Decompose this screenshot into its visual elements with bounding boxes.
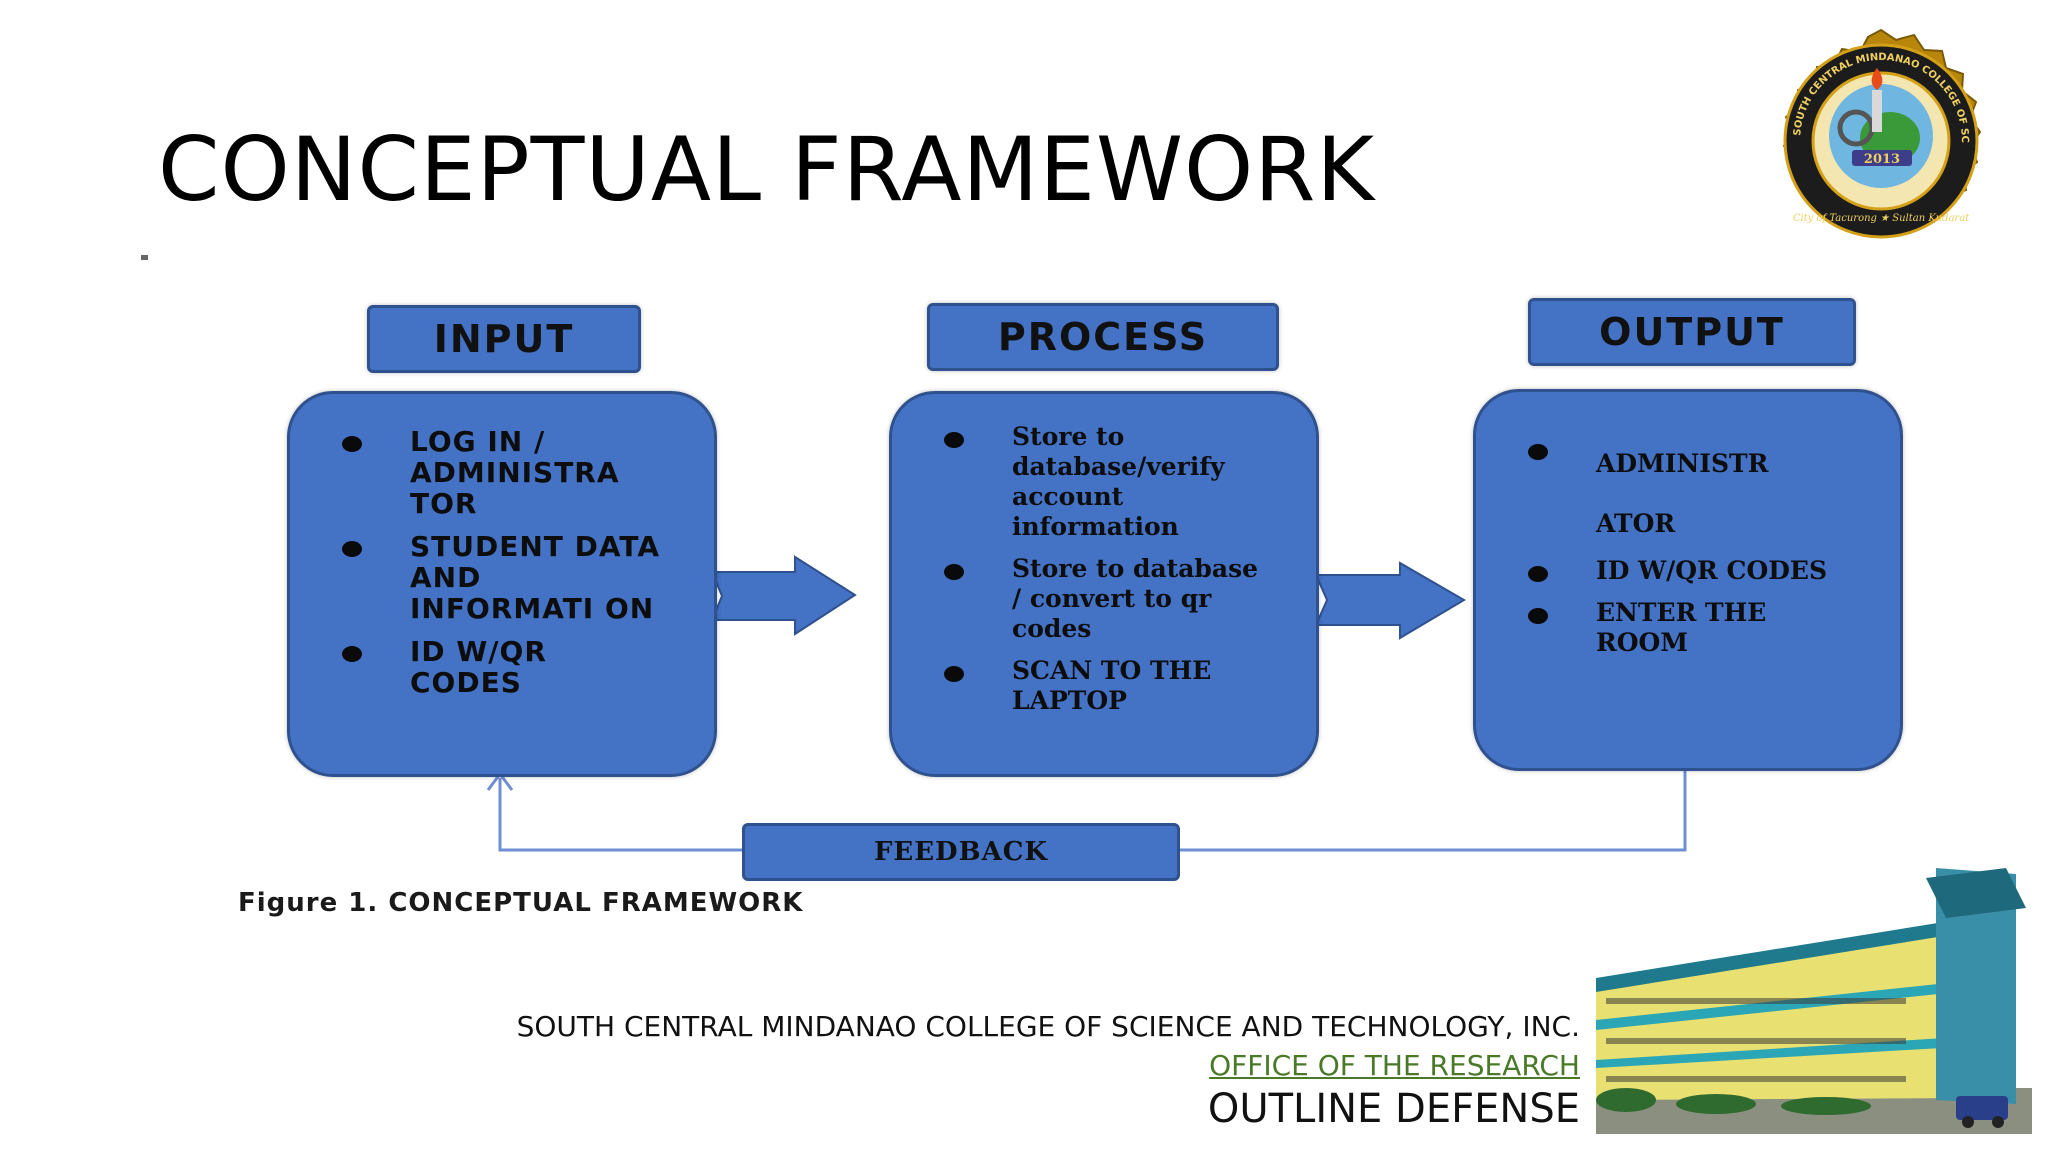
school-building-image (1596, 868, 2032, 1134)
footer-school-name: SOUTH CENTRAL MINDANAO COLLEGE OF SCIENC… (516, 1010, 1580, 1043)
feedback-box: FEEDBACK (742, 823, 1180, 881)
figure-caption: Figure 1. CONCEPTUAL FRAMEWORK (238, 888, 804, 918)
input-item: LOG IN / ADMINISTRA TOR (290, 426, 660, 519)
input-item: ID W/QR CODES (290, 636, 660, 698)
footer-office-link[interactable]: OFFICE OF THE RESEARCH (1209, 1049, 1580, 1082)
process-item: Store to database/verify account informa… (892, 422, 1277, 542)
input-header: INPUT (367, 305, 641, 373)
footer: SOUTH CENTRAL MINDANAO COLLEGE OF SCIENC… (517, 1010, 1580, 1132)
college-seal-logo: SOUTH CENTRAL MINDANAO COLLEGE OF SCIENC… (1768, 28, 1982, 239)
footer-event: OUTLINE DEFENSE (1207, 1086, 1580, 1132)
process-item: Store to database / convert to qr codes (892, 554, 1262, 644)
input-box: LOG IN / ADMINISTRA TOR STUDENT DATA AND… (287, 391, 717, 777)
output-header: OUTPUT (1528, 298, 1856, 366)
process-item: SCAN TO THE LAPTOP (892, 656, 1262, 716)
arrow-process-to-output (1314, 561, 1466, 640)
seal-year: 2013 (1864, 152, 1900, 167)
input-item: STUDENT DATA AND INFORMATI ON (290, 531, 660, 624)
slide-title: CONCEPTUAL FRAMEWORK (158, 118, 1376, 221)
output-item: ENTER THE ROOM (1476, 598, 1851, 658)
output-item: ADMINISTR ATOR (1476, 434, 1841, 554)
feedback-line-right (1174, 765, 1687, 852)
bullet-marker (141, 255, 148, 260)
feedback-line-left (498, 778, 742, 852)
process-header: PROCESS (927, 303, 1279, 371)
output-box: ADMINISTR ATOR ID W/QR CODES ENTER THE R… (1473, 389, 1903, 771)
arrow-input-to-process (710, 555, 857, 636)
seal-bottom-text: City of Tacurong ★ Sultan Kudarat (1793, 213, 1970, 224)
process-box: Store to database/verify account informa… (889, 391, 1319, 777)
output-item: ID W/QR CODES (1476, 556, 1851, 586)
